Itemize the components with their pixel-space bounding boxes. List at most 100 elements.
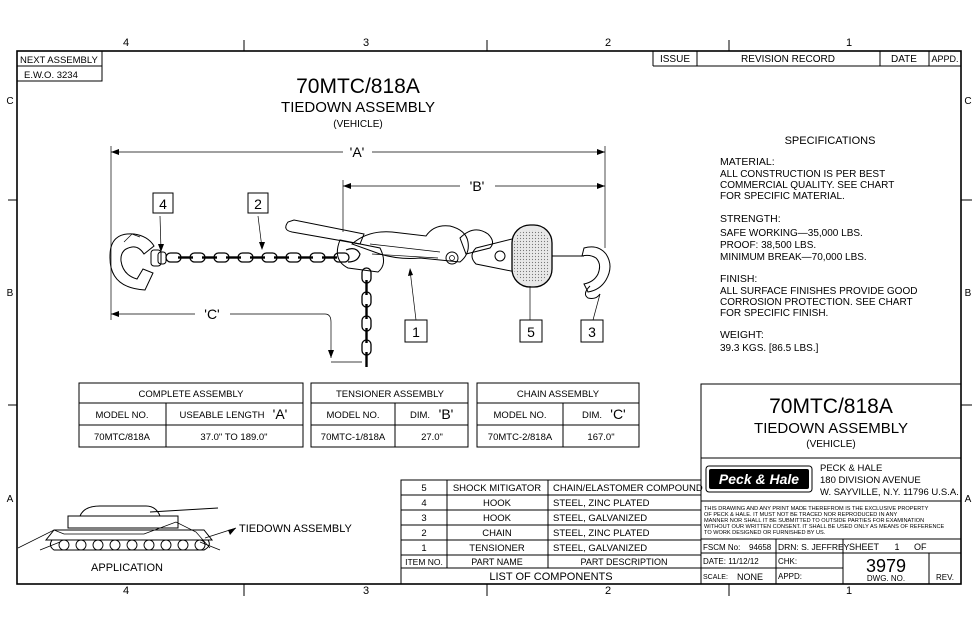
spec-weight-value: 39.3 KGS. [86.5 LBS.] xyxy=(720,343,819,354)
proprietary-notice-5: TO WORK DESIGNED OR FURNISHED BY US. xyxy=(704,530,826,536)
callout-3: 3 xyxy=(588,324,596,340)
component-desc-2: STEEL, ZINC PLATED xyxy=(553,528,650,539)
components-table xyxy=(400,479,702,585)
component-part-5: SHOCK MITIGATOR xyxy=(453,483,541,494)
callout-4: 4 xyxy=(159,196,167,212)
tank-wheel xyxy=(126,539,138,551)
zone-right-c: C xyxy=(964,96,971,107)
tank-wheel xyxy=(160,539,172,551)
drawing-number: 3979 xyxy=(866,556,906,576)
complete-col-dim: 'A' xyxy=(273,406,288,422)
components-header-part: PART NAME xyxy=(471,557,523,567)
zone-right-b: B xyxy=(965,288,972,299)
tensioner-row-model: 70MTC-1/818A xyxy=(321,432,386,443)
revision-date: DATE xyxy=(891,54,917,65)
zone-bottom-3: 3 xyxy=(363,585,369,597)
chain-horizontal xyxy=(165,248,361,263)
revision-appd: APPD. xyxy=(931,54,958,64)
proprietary-notice-4: WITHOUT OUR WRITTEN CONSENT. IT SHALL BE… xyxy=(704,524,945,530)
spec-finish-line-1: ALL SURFACE FINISHES PROVIDE GOOD xyxy=(720,286,917,297)
spec-weight-heading: WEIGHT: xyxy=(720,329,764,341)
spec-finish-line-2: CORROSION PROTECTION. SEE CHART xyxy=(720,297,913,308)
approved-by: APPD: xyxy=(778,572,802,581)
component-item-3: 3 xyxy=(421,513,426,524)
company-name: PECK & HALE xyxy=(820,463,882,474)
dimension-a: 'A' xyxy=(350,144,365,160)
zone-right-a: A xyxy=(965,494,972,505)
zone-bottom-4: 4 xyxy=(123,585,129,597)
component-desc-3: STEEL, GALVANIZED xyxy=(553,513,647,524)
tank-wheel xyxy=(75,539,87,551)
drawing-date: DATE: 11/12/12 xyxy=(703,557,759,566)
scale-value: NONE xyxy=(737,572,763,582)
complete-row-model: 70MTC/818A xyxy=(94,432,151,443)
tensioner-row-value: 27.0" xyxy=(421,432,443,443)
component-desc-1: STEEL, GALVANIZED xyxy=(553,543,647,554)
title-block-model: 70MTC/818A xyxy=(769,395,893,418)
ewo-number: E.W.O. 3234 xyxy=(24,70,78,81)
tank-wheel xyxy=(177,539,189,551)
application-sketch xyxy=(17,505,237,551)
zone-left-a: A xyxy=(7,494,14,505)
proprietary-notice-3: MANNER NOR SHALL IT BE SUBMITTED TO OUTS… xyxy=(704,518,924,524)
callout-1: 1 xyxy=(412,324,420,340)
component-part-4: HOOK xyxy=(483,498,512,509)
complete-row-value: 37.0" TO 189.0" xyxy=(200,432,267,443)
complete-assembly-title: COMPLETE ASSEMBLY xyxy=(139,389,245,400)
drawing-number-label: DWG. NO. xyxy=(867,574,905,583)
component-item-4: 4 xyxy=(421,498,426,509)
zone-bottom-2: 2 xyxy=(605,585,611,597)
scale-label: SCALE: xyxy=(703,574,728,581)
component-part-3: HOOK xyxy=(483,513,512,524)
shock-mitigator xyxy=(511,224,584,288)
tensioner-col-model: MODEL NO. xyxy=(327,410,380,421)
fscm-label: FSCM No: xyxy=(703,543,740,552)
chain-row-model: 70MTC-2/818A xyxy=(488,432,553,443)
chain-col-dim: DIM. xyxy=(582,410,602,421)
dimension-c: 'C' xyxy=(204,306,219,322)
zone-top-4: 4 xyxy=(123,37,129,49)
spec-heading: SPECIFICATIONS xyxy=(785,135,876,147)
company-address-1: 180 DIVISION AVENUE xyxy=(820,475,921,486)
components-header-item: ITEM NO. xyxy=(405,557,443,567)
chain-vertical xyxy=(361,267,372,367)
checked-by: CHK: xyxy=(778,557,797,566)
complete-col-length: USEABLE LENGTH xyxy=(180,410,265,421)
tank-wheel xyxy=(143,539,155,551)
zone-top-3: 3 xyxy=(363,37,369,49)
title-block-name: TIEDOWN ASSEMBLY xyxy=(754,420,908,437)
zone-top-2: 2 xyxy=(605,37,611,49)
tensioner-assembly-table xyxy=(310,382,469,448)
tensioner-col-dim: DIM. xyxy=(410,410,430,421)
application-assembly-label: TIEDOWN ASSEMBLY xyxy=(239,523,353,535)
components-header-desc: PART DESCRIPTION xyxy=(580,557,667,567)
component-desc-5: CHAIN/ELASTOMER COMPOUND xyxy=(553,483,703,494)
callout-5: 5 xyxy=(527,324,535,340)
tank-wheel xyxy=(58,539,70,551)
dimension-lines xyxy=(110,146,606,363)
component-part-1: TENSIONER xyxy=(469,543,525,554)
zone-top-1: 1 xyxy=(846,37,852,49)
title-block-sub: (VEHICLE) xyxy=(806,439,855,450)
fscm-number: 94658 xyxy=(749,543,772,552)
spec-strength-line-3: MINIMUM BREAK—70,000 LBS. xyxy=(720,252,867,263)
component-item-2: 2 xyxy=(421,528,426,539)
hook-right xyxy=(581,246,611,299)
component-part-2: CHAIN xyxy=(482,528,512,539)
callout-2: 2 xyxy=(254,196,262,212)
main-title-model: 70MTC/818A xyxy=(296,75,420,98)
next-assembly-box xyxy=(16,50,103,82)
revision-record-label: REVISION RECORD xyxy=(741,54,835,65)
tank-wheel xyxy=(194,539,206,551)
hook-left xyxy=(109,233,167,291)
tank-wheel xyxy=(92,539,104,551)
title-block xyxy=(700,383,962,585)
zone-left-c: C xyxy=(6,96,13,107)
chain-assembly-title: CHAIN ASSEMBLY xyxy=(517,389,600,400)
main-title-name: TIEDOWN ASSEMBLY xyxy=(281,99,435,116)
spec-strength-line-1: SAFE WORKING—35,000 LBS. xyxy=(720,228,863,239)
spec-strength-line-2: PROOF: 38,500 LBS. xyxy=(720,240,816,251)
spec-finish-heading: FINISH: xyxy=(720,273,757,285)
chain-col-model: MODEL NO. xyxy=(494,410,547,421)
